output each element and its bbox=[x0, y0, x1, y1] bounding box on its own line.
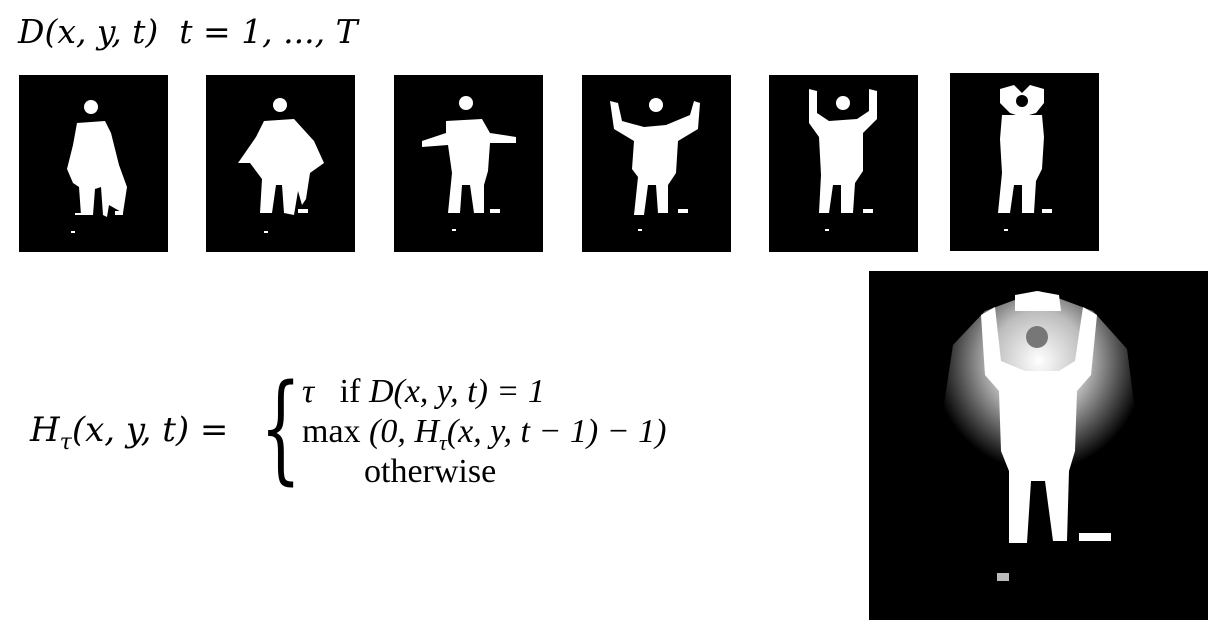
silhouette-frame-3 bbox=[394, 75, 543, 252]
silhouette-arms-down bbox=[67, 100, 127, 233]
sequence-range: t = 1, ..., T bbox=[179, 12, 358, 51]
motion-history-image bbox=[869, 271, 1208, 620]
motion-history-figure bbox=[943, 291, 1135, 581]
silhouette-arms-over-head bbox=[998, 85, 1052, 231]
silhouette-frame-5 bbox=[769, 75, 918, 252]
silhouette-frame-4 bbox=[582, 75, 731, 252]
case2-max: max bbox=[302, 413, 361, 450]
silhouette-frame-6 bbox=[950, 73, 1099, 251]
lhs-func: H bbox=[30, 410, 60, 450]
case1-value: τ bbox=[302, 373, 315, 410]
case2-expr-a: (0, H bbox=[369, 413, 439, 450]
lhs-args: (x, y, t) = bbox=[71, 410, 229, 450]
cases-brace: { bbox=[260, 358, 302, 496]
silhouette-arms-up bbox=[809, 89, 877, 231]
silhouette-frame-2 bbox=[206, 75, 355, 252]
case-2: max (0, Hτ(x, y, t − 1) − 1) bbox=[302, 414, 666, 461]
case1-if: if bbox=[339, 373, 361, 410]
case1-condition: D(x, y, t) = 1 bbox=[368, 373, 545, 410]
silhouette-arms-low bbox=[238, 98, 324, 233]
silhouette-frame-1 bbox=[19, 75, 168, 252]
equation-lhs: Hτ(x, y, t) = bbox=[30, 410, 228, 455]
sequence-args: (x, y, t) bbox=[44, 12, 159, 51]
lhs-subscript: τ bbox=[59, 429, 72, 455]
case2-subscript: τ bbox=[438, 429, 447, 455]
case-1: τ if D(x, y, t) = 1 bbox=[302, 374, 545, 410]
sequence-formula: D(x, y, t) t = 1, ..., T bbox=[18, 12, 358, 52]
sequence-func: D bbox=[18, 12, 45, 51]
case2-expr-b: (x, y, t − 1) − 1) bbox=[446, 413, 667, 450]
silhouette-arms-up-wide bbox=[610, 98, 700, 231]
silhouette-arms-out bbox=[422, 96, 516, 231]
case-3: otherwise bbox=[364, 453, 497, 490]
